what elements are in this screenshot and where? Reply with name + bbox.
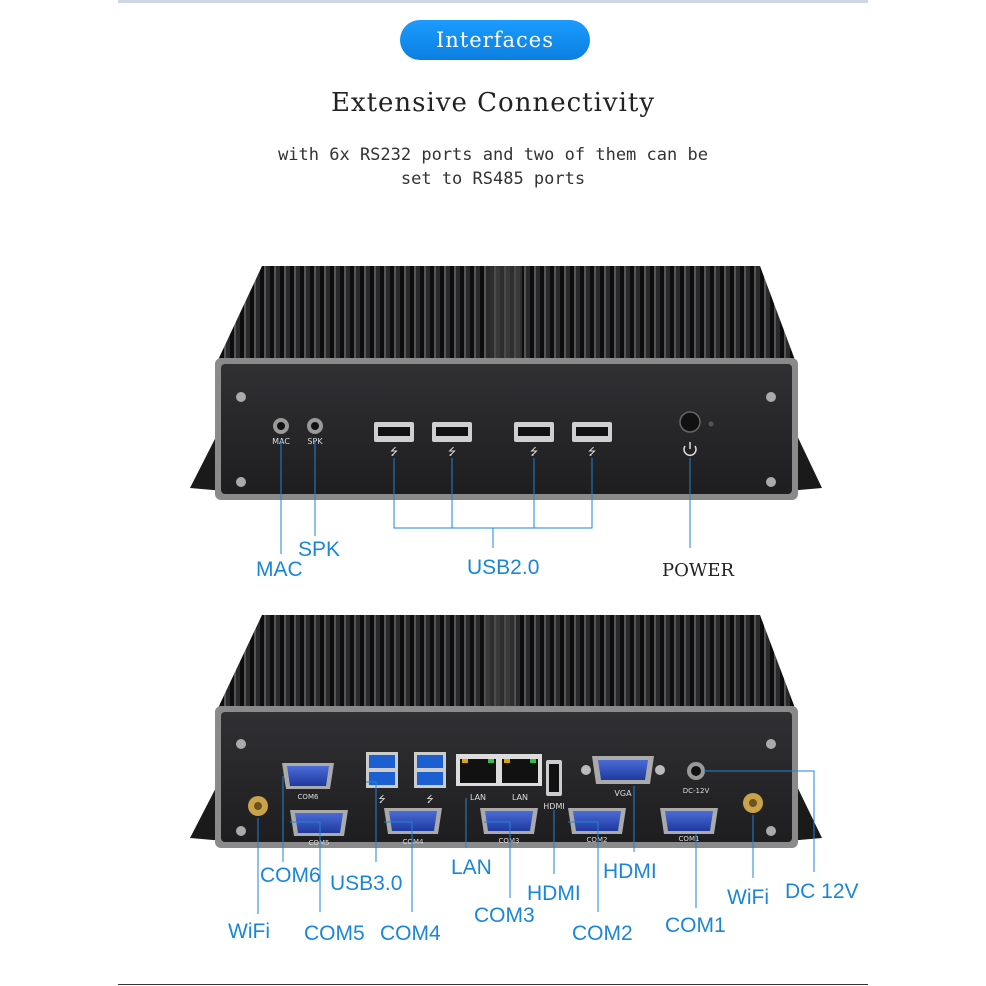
svg-text:⭍: ⭍ <box>426 794 434 805</box>
interfaces-badge: Interfaces <box>400 20 590 60</box>
front-screws <box>236 392 776 487</box>
top-divider <box>118 0 868 3</box>
wifi-left-label: WiFi <box>228 920 270 943</box>
com3-port: COM3 <box>480 808 538 845</box>
mac-jack <box>273 418 289 434</box>
usb2-port-2: ⭍ <box>432 422 472 458</box>
com1-label: COM1 <box>665 914 726 937</box>
dc-12v-label: DC 12V <box>785 880 859 903</box>
page-title: Extensive Connectivity <box>330 88 656 118</box>
com5-label: COM5 <box>304 922 365 945</box>
dc-jack: DC-12V <box>683 762 710 795</box>
svg-text:COM1: COM1 <box>679 835 700 843</box>
svg-text:COM3: COM3 <box>499 837 520 845</box>
svg-text:⭍: ⭍ <box>448 446 456 458</box>
rear-unit: COM6 COM5 ⭍ ⭍ COM4 <box>190 615 822 848</box>
front-face <box>221 364 792 494</box>
spk-label: SPK <box>298 538 341 561</box>
hdmi-port: HDMI <box>543 760 565 811</box>
svg-text:⭍: ⭍ <box>390 446 398 458</box>
svg-text:DC-12V: DC-12V <box>683 787 710 795</box>
rear-leader-lines <box>257 770 815 914</box>
bottom-divider <box>118 984 868 985</box>
svg-text:HDMI: HDMI <box>543 802 564 811</box>
power-label: POWER <box>662 560 735 581</box>
power-button <box>679 411 714 456</box>
wifi-antenna-left <box>248 796 268 816</box>
com2-port: COM2 <box>568 808 626 844</box>
usb2-port-4: ⭍ <box>572 422 612 458</box>
svg-text:⭍: ⭍ <box>378 794 386 805</box>
com4-label: COM4 <box>380 922 441 945</box>
subtitle-line-2: set to RS485 ports <box>400 169 586 189</box>
page-subtitle: with 6x RS232 ports and two of them can … <box>230 143 756 191</box>
vga-port: VGA <box>581 756 665 798</box>
usb2-port-3: ⭍ <box>514 422 554 458</box>
svg-text:LAN: LAN <box>470 793 486 802</box>
svg-text:LAN: LAN <box>512 793 528 802</box>
svg-text:COM5: COM5 <box>309 839 330 847</box>
svg-text:COM6: COM6 <box>298 793 319 801</box>
front-unit: MAC SPK ⭍ ⭍ ⭍ ⭍ <box>190 266 822 500</box>
com4-port: COM4 <box>384 808 442 846</box>
svg-text:⭍: ⭍ <box>588 446 596 458</box>
wifi-right-label: WiFi <box>727 886 769 909</box>
lan-ports: LAN LAN <box>456 754 542 802</box>
usb3-label: USB3.0 <box>330 872 403 895</box>
svg-text:COM2: COM2 <box>587 836 608 844</box>
wifi-antenna-right <box>743 793 763 813</box>
subtitle-line-1: with 6x RS232 ports and two of them can … <box>278 145 708 165</box>
com5-port: COM5 <box>290 810 348 847</box>
com2-label: COM2 <box>572 922 633 945</box>
power-icon <box>683 442 697 456</box>
svg-text:VGA: VGA <box>614 789 632 798</box>
com6-port: COM6 <box>282 763 334 801</box>
front-leader-lines <box>280 440 691 554</box>
hdmi-label-2: HDMI <box>603 860 657 883</box>
lan-label: LAN <box>451 856 492 879</box>
svg-text:COM4: COM4 <box>403 838 424 846</box>
mac-label: MAC <box>256 558 303 581</box>
svg-text:⭍: ⭍ <box>530 446 538 458</box>
usb2-port-1: ⭍ <box>374 422 414 458</box>
com1-port: COM1 <box>660 808 718 843</box>
usb3-ports: ⭍ ⭍ <box>366 752 446 805</box>
com6-label: COM6 <box>260 864 321 887</box>
spk-jack <box>307 418 323 434</box>
usb2-label: USB2.0 <box>467 556 540 579</box>
com3-label: COM3 <box>474 904 535 927</box>
hdmi-label-1: HDMI <box>527 882 581 905</box>
